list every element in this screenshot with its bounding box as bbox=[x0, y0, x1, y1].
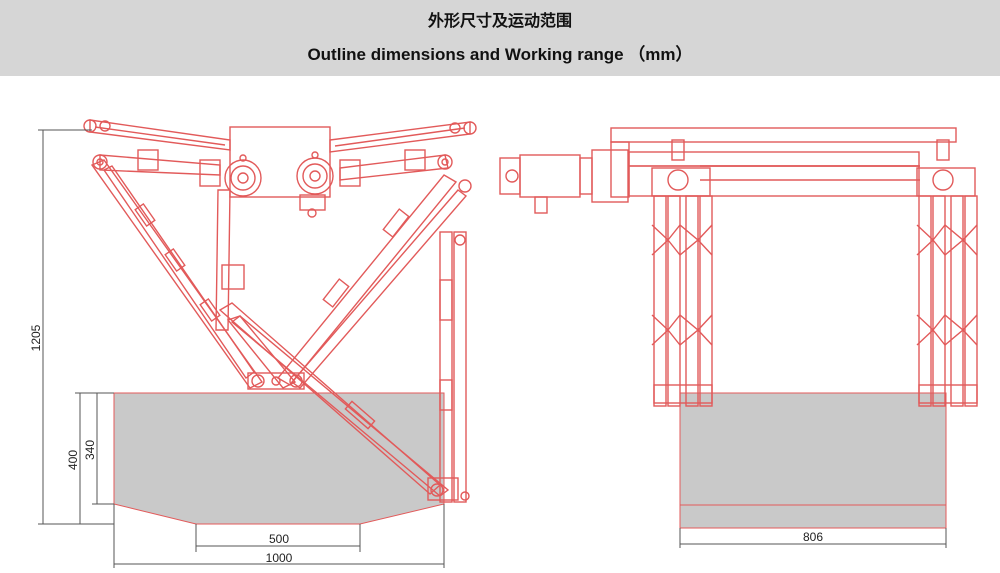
dim-height-total: 1205 bbox=[29, 324, 43, 351]
work-area-side bbox=[679, 392, 947, 529]
dim-diameter: 1000 bbox=[266, 551, 293, 565]
title-chinese: 外形尺寸及运动范围 bbox=[427, 11, 572, 30]
robot-forearms-front bbox=[90, 159, 470, 503]
robot-upper-arms-front bbox=[83, 119, 477, 193]
dim-work-height: 400 bbox=[66, 450, 80, 470]
title-english: Outline dimensions and Working range （mm… bbox=[307, 45, 693, 64]
side-dimensions bbox=[679, 528, 947, 548]
side-view bbox=[499, 127, 978, 529]
header-bar: 外形尺寸及运动范围 Outline dimensions and Working… bbox=[0, 0, 1000, 76]
robot-side bbox=[499, 127, 978, 407]
dim-bottom-width: 500 bbox=[269, 532, 289, 546]
dim-side-width: 806 bbox=[803, 530, 823, 544]
front-dimensions bbox=[38, 129, 445, 568]
front-view bbox=[83, 119, 477, 525]
robot-base-front bbox=[224, 126, 334, 218]
dim-work-height-inner: 340 bbox=[83, 440, 97, 460]
